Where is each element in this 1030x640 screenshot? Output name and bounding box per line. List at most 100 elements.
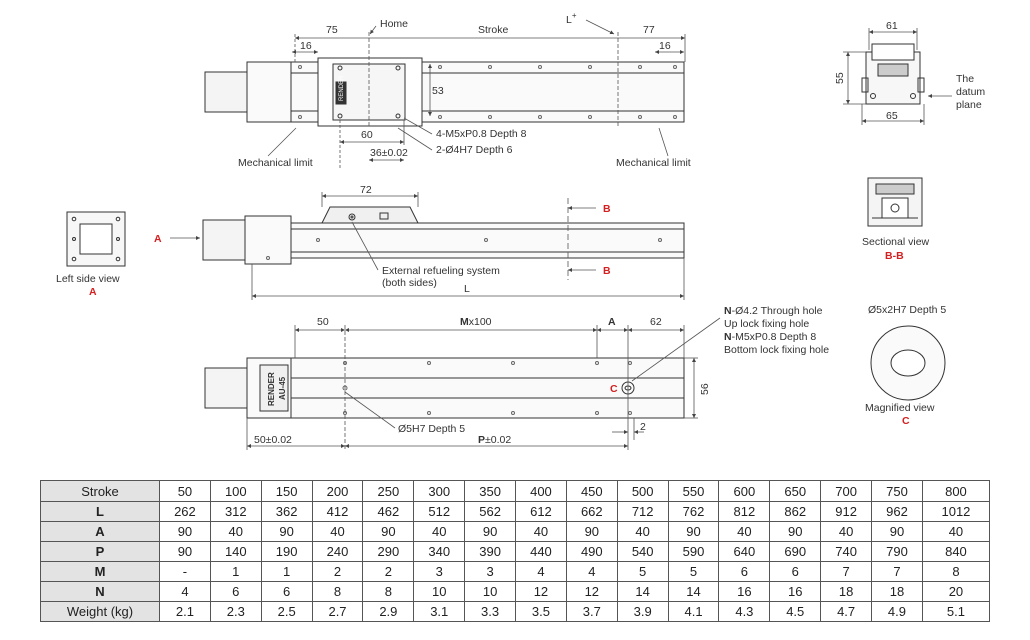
table-cell: 6 <box>718 561 771 582</box>
datum-label-3: plane <box>956 99 982 111</box>
table-cell: 5.1 <box>921 601 991 622</box>
row-header: L <box>40 501 160 522</box>
left-side-view-labels: Left side view A <box>56 273 120 298</box>
table-cell: 1 <box>209 561 262 582</box>
table-cell: 3.3 <box>464 601 517 622</box>
table-cell: 450 <box>565 480 618 502</box>
table-cell: 100 <box>209 480 262 502</box>
table-cell: 3.9 <box>616 601 669 622</box>
table-cell: 7 <box>871 561 923 582</box>
table-cell: 840 <box>921 541 991 562</box>
note-m5-depth8: 4-M5xP0.8 Depth 8 <box>436 128 527 140</box>
table-cell: 4.9 <box>871 601 923 622</box>
sectional-letter: B-B <box>885 250 904 262</box>
table-cell: 6 <box>769 561 822 582</box>
table-cell: 4.3 <box>718 601 771 622</box>
table-cell: 562 <box>464 501 517 522</box>
dim-36: 36±0.02 <box>370 147 408 159</box>
nameplate-model: AU-45 <box>278 376 287 400</box>
top-motor-flange <box>246 61 292 123</box>
table-cell: 690 <box>769 541 822 562</box>
table-cell: 4.5 <box>769 601 822 622</box>
note-n-m5: N-M5xP0.8 Depth 8 <box>724 331 816 343</box>
table-cell: 812 <box>718 501 771 522</box>
carriage-brand-label: RENDER <box>339 75 345 101</box>
l-plus-label: L+ <box>566 11 577 26</box>
table-cell: 362 <box>260 501 313 522</box>
dim-53: 53 <box>432 85 444 97</box>
table-cell: 90 <box>464 521 517 542</box>
table-cell: 350 <box>464 480 517 502</box>
table-cell: 2.3 <box>209 601 262 622</box>
table-cell: 290 <box>362 541 415 562</box>
technical-drawing: 75 Home Stroke L+ 77 16 16 53 60 36±0.02… <box>56 11 985 450</box>
table-cell: 862 <box>769 501 822 522</box>
table-cell: 462 <box>362 501 415 522</box>
note-n-through-hole: N-Ø4.2 Through hole <box>724 305 823 317</box>
table-cell: 790 <box>871 541 923 562</box>
dim-56: 56 <box>699 383 711 395</box>
table-cell: 2 <box>362 561 415 582</box>
table-cell: - <box>159 561 211 582</box>
table-cell: 90 <box>871 521 923 542</box>
table-cell: 650 <box>769 480 822 502</box>
bottom-nameplate <box>259 364 289 412</box>
dim-60: 60 <box>361 129 373 141</box>
left-side-caption: Left side view <box>56 273 120 285</box>
dim-72: 72 <box>360 184 372 196</box>
sectional-view <box>867 177 923 227</box>
table-cell: 16 <box>718 581 771 602</box>
table-cell: 200 <box>311 480 364 502</box>
dim-61: 61 <box>886 20 898 32</box>
table-cell: 412 <box>311 501 364 522</box>
table-cell: 3.5 <box>515 601 567 622</box>
home-label: Home <box>380 18 408 30</box>
table-cell: 10 <box>464 581 517 602</box>
table-cell: 300 <box>413 480 466 502</box>
table-cell: 40 <box>209 521 262 542</box>
table-cell: 8 <box>921 561 991 582</box>
magnified-view <box>870 325 946 401</box>
mech-limit-right: Mechanical limit <box>616 157 691 169</box>
table-cell: 500 <box>616 480 669 502</box>
sectional-view-labels: Sectional view B-B <box>862 236 930 262</box>
top-view-labels: 75 Home Stroke L+ 77 16 16 53 60 36±0.02… <box>238 11 691 169</box>
magnified-view-labels: Ø5x2H7 Depth 5 Magnified view C <box>865 304 946 427</box>
table-cell: 550 <box>667 480 720 502</box>
table-cell: 2.7 <box>311 601 364 622</box>
table-cell: 12 <box>565 581 618 602</box>
magnified-title: Ø5x2H7 Depth 5 <box>868 304 946 316</box>
nameplate-brand: RENDER <box>267 372 276 406</box>
table-cell: 540 <box>616 541 669 562</box>
row-header: Weight (kg) <box>40 601 160 622</box>
table-cell: 700 <box>820 480 873 502</box>
table-cell: 8 <box>362 581 415 602</box>
table-cell: 12 <box>515 581 567 602</box>
marker-C: C <box>610 383 618 395</box>
front-view-labels: 72 External refueling system (both sides… <box>154 184 611 295</box>
table-cell: 20 <box>921 581 991 602</box>
dim-77: 77 <box>643 24 655 36</box>
table-cell: 10 <box>413 581 466 602</box>
table-cell: 190 <box>260 541 313 562</box>
front-view <box>170 192 685 300</box>
table-cell: 2.9 <box>362 601 415 622</box>
table-cell: 390 <box>464 541 517 562</box>
table-cell: 312 <box>209 501 262 522</box>
datum-label-1: The <box>956 73 974 85</box>
table-cell: 512 <box>413 501 466 522</box>
table-cell: 40 <box>616 521 669 542</box>
table-cell: 40 <box>921 521 991 542</box>
table-cell: 40 <box>311 521 364 542</box>
table-cell: 50 <box>159 480 211 502</box>
table-cell: 340 <box>413 541 466 562</box>
mech-limit-left: Mechanical limit <box>238 157 313 169</box>
table-cell: 8 <box>311 581 364 602</box>
table-cell: 7 <box>820 561 873 582</box>
end-view-labels: 61 55 65 The datum plane <box>834 20 985 122</box>
table-cell: 4.1 <box>667 601 720 622</box>
